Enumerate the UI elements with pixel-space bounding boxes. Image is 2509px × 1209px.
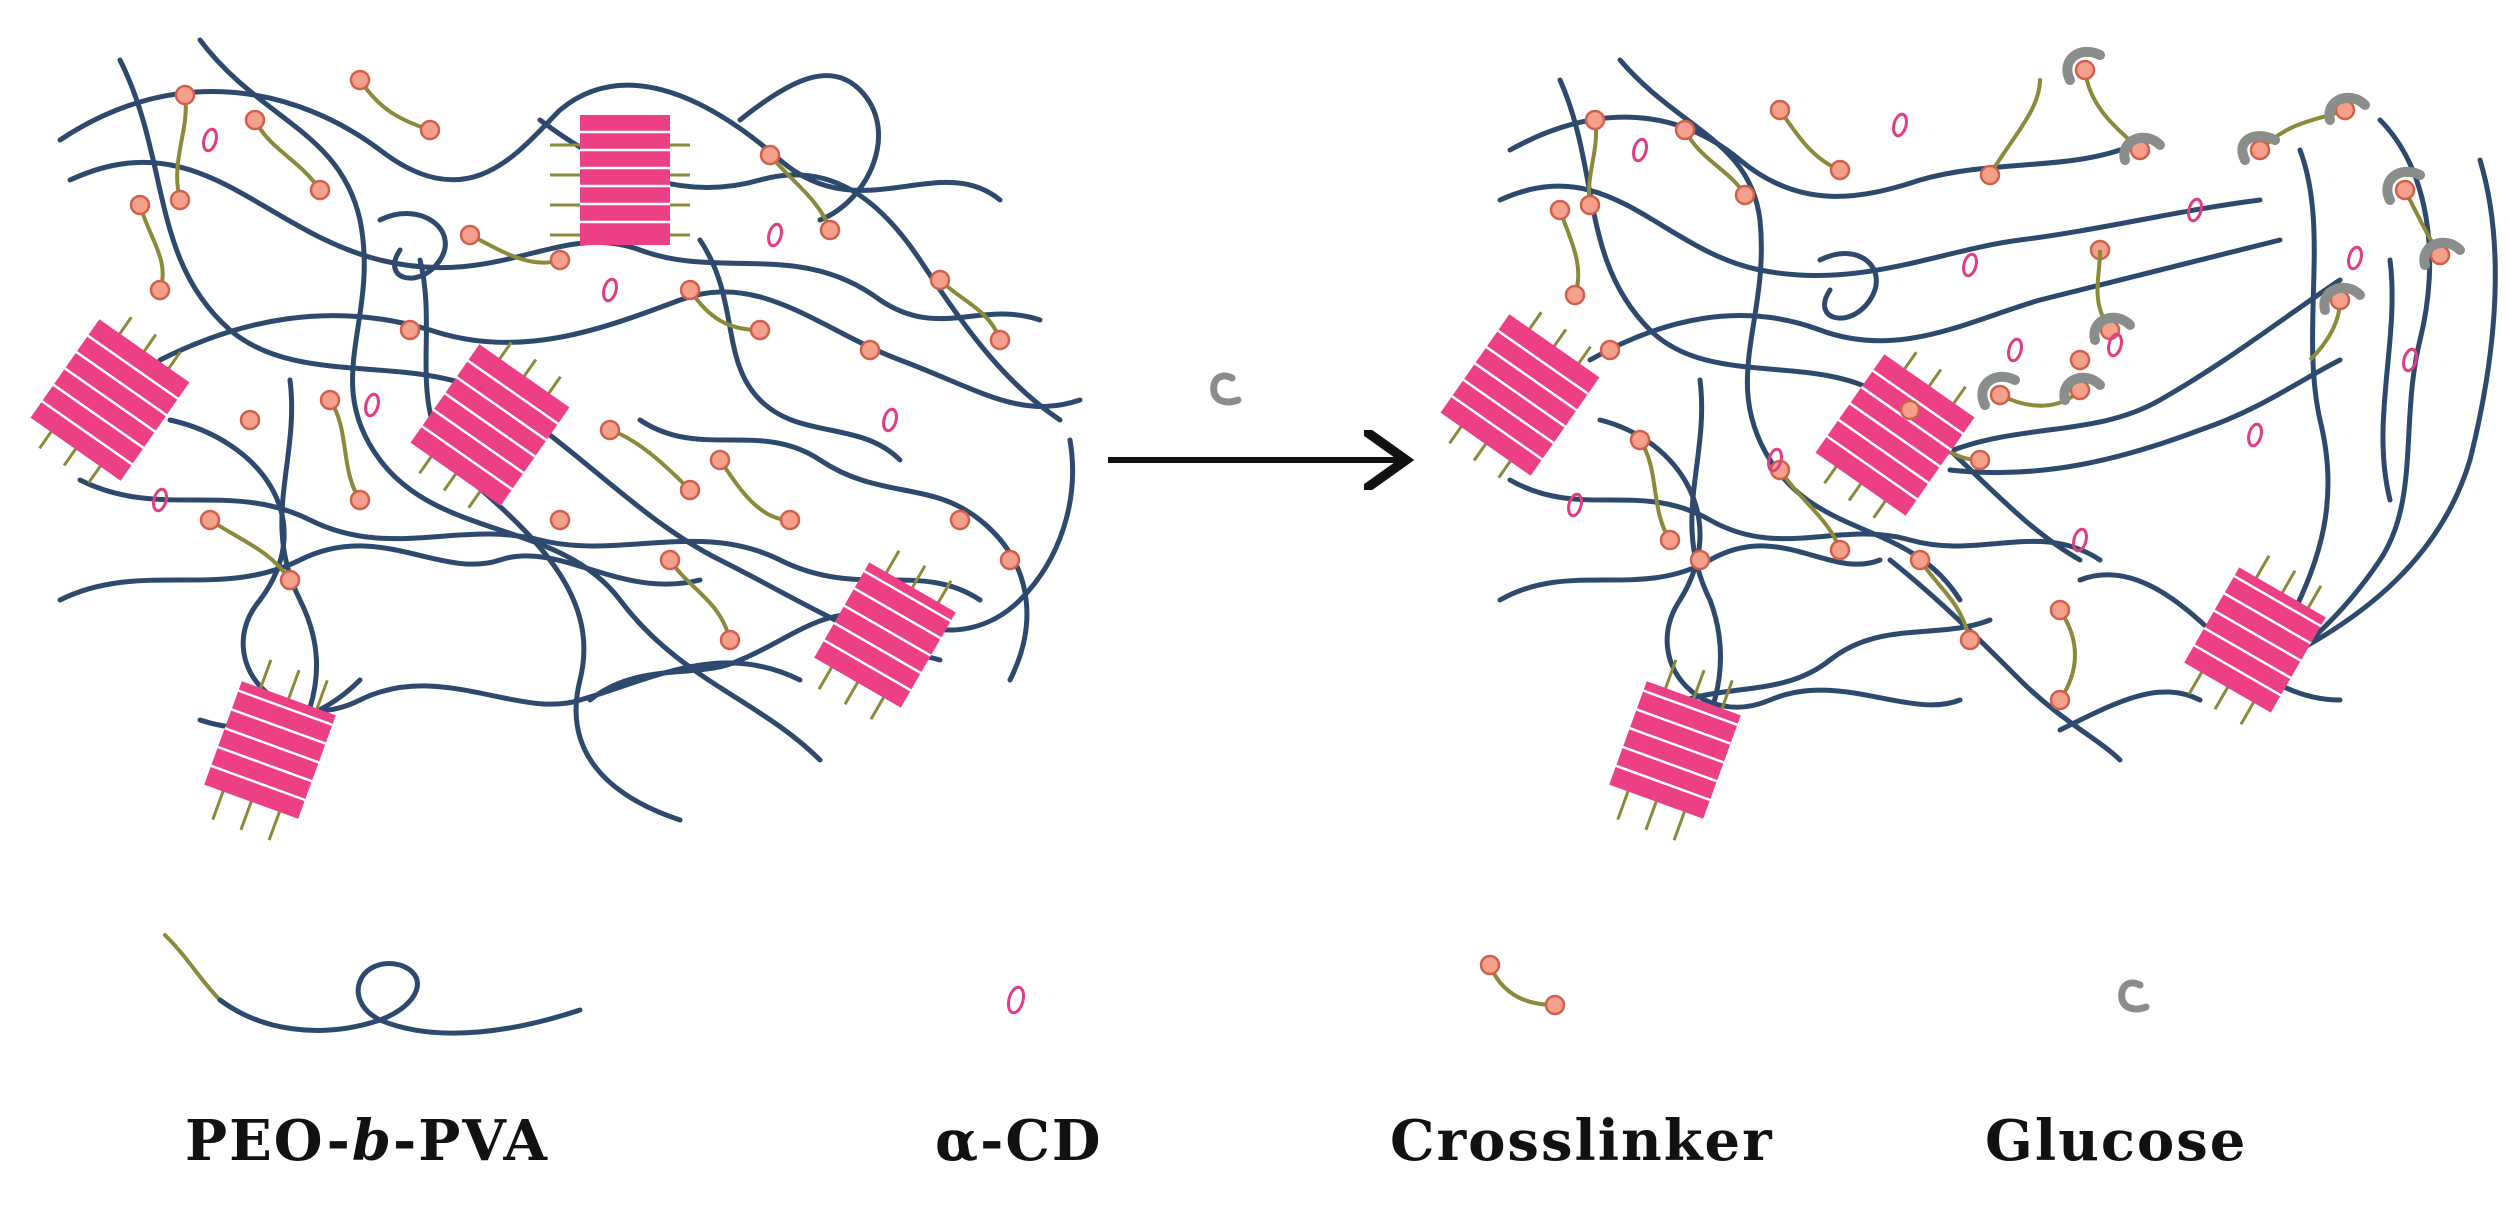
legend-label-glucose: Glucose	[1985, 1108, 2248, 1174]
polymer-chain	[1887, 557, 2123, 763]
polymer-chain	[57, 543, 703, 603]
right-alpha-cd-rings	[1567, 112, 2418, 553]
crosslinker-icon	[1479, 954, 1566, 1016]
polymer-chain	[1927, 277, 2343, 463]
polymer-chain	[1817, 251, 1879, 321]
glucose-crosslinker	[2382, 166, 2465, 270]
crystallite-4	[814, 549, 956, 721]
legend-label-crosslinker: Crosslinker	[1390, 1108, 1774, 1174]
polymer-chain	[2287, 147, 2331, 623]
polymer-chain	[377, 211, 448, 281]
polymer-chain	[157, 289, 1083, 409]
polymer-chain-icon	[163, 933, 583, 1036]
crystallite-9	[1609, 659, 1741, 841]
polymer-chain	[587, 612, 883, 703]
polymer-chain	[697, 237, 903, 463]
legend-label-peo-b-pva: PEO-b-PVA	[185, 1108, 549, 1174]
polymer-chain	[2257, 117, 2433, 683]
glucose-legend-icon	[2118, 979, 2150, 1013]
right-crystallites	[1440, 311, 2326, 841]
polymer-chain	[1507, 477, 2103, 563]
polymer-chain	[1497, 183, 2263, 278]
polymer-chain	[737, 73, 881, 223]
legend-peo-prefix: PEO-	[185, 1108, 352, 1174]
alpha-cd-ring-icon	[1006, 985, 1026, 1015]
glucose-icon	[1210, 372, 1242, 406]
legend-peo-suffix: -PVA	[393, 1108, 549, 1174]
polymer-chain	[2277, 157, 2498, 663]
right-crosslink-nodes	[1549, 99, 2111, 711]
crystallite-8	[2184, 554, 2326, 726]
polymer-chain	[417, 257, 683, 823]
crystallite-5	[204, 659, 336, 841]
polymer-chain	[1947, 357, 2343, 476]
polymer-chain	[197, 37, 823, 763]
glucose-crosslinker	[2062, 46, 2165, 165]
crystallite-7	[1815, 351, 1975, 519]
left-crystallites	[30, 115, 956, 841]
polymer-chain	[637, 417, 1030, 683]
polymer-chain	[1507, 114, 2123, 199]
polymer-chain	[1587, 237, 2283, 363]
glucose-crosslinker	[2089, 249, 2135, 345]
polymer-chain	[1617, 57, 1963, 603]
crystallite-2	[30, 316, 190, 484]
legend-label-alpha-cd: α-CD	[935, 1108, 1103, 1174]
left-hydrogel-network	[57, 37, 1083, 823]
polymer-chain	[77, 477, 983, 603]
polymer-chain	[1497, 543, 1883, 603]
glucose-crosslinker	[1977, 371, 2105, 410]
polymer-chain	[117, 57, 943, 663]
polymer-chain	[2057, 689, 2203, 733]
glucose-crosslinker	[2237, 92, 2370, 165]
polymer-chain	[1657, 617, 1993, 713]
polymer-chain	[1557, 77, 2083, 563]
polymer-chain	[1597, 417, 1963, 710]
right-hydrogel-network	[1497, 57, 2498, 803]
left-crosslink-nodes	[129, 69, 1021, 651]
polymer-chain	[2380, 257, 2395, 503]
glucose-bound-crosslinkers	[1977, 46, 2465, 410]
crystallite-6	[1440, 311, 1600, 479]
glucose-crosslinker	[2308, 282, 2365, 362]
left-alpha-cd-rings	[152, 127, 898, 513]
polymer-chain	[57, 82, 1003, 203]
crystallite-1	[550, 115, 690, 245]
legend-peo-b: b	[351, 1108, 394, 1174]
crystallite-3	[410, 341, 570, 509]
